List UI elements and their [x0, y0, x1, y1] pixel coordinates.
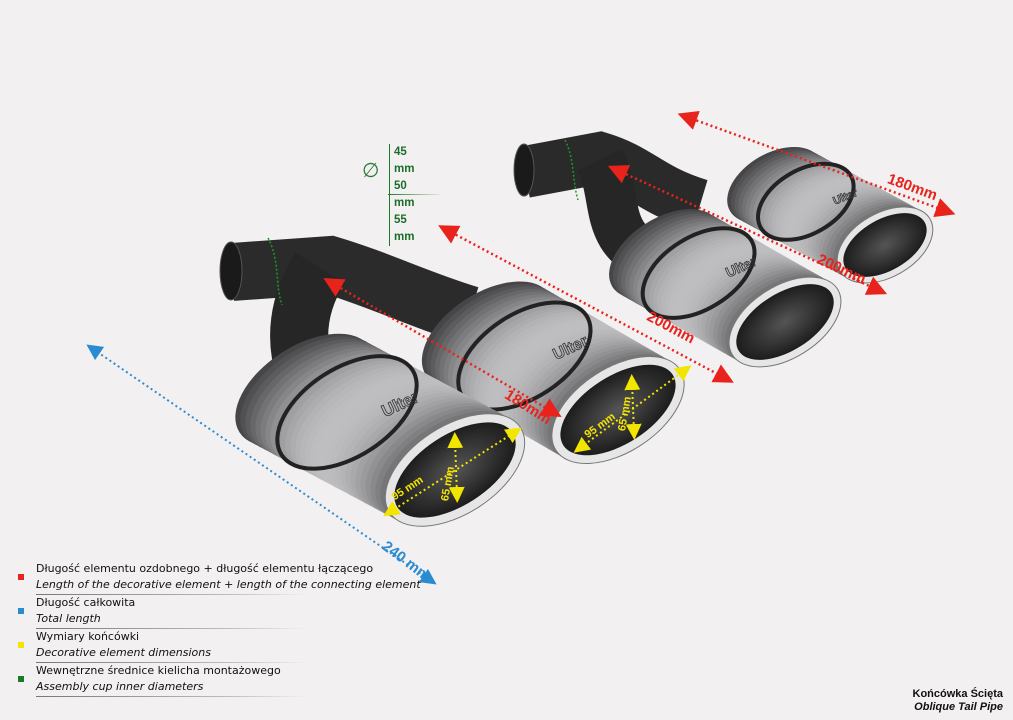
product-title-en: Oblique Tail Pipe: [914, 701, 1003, 713]
yellow-height-line: [624, 374, 642, 440]
legend-label-en: Length of the decorative element + lengt…: [36, 578, 421, 591]
diameter-value: 55 mm: [394, 214, 415, 243]
legend-label-pl: Długość całkowita: [36, 596, 136, 609]
legend-item-green: Wewnętrzne średnice kielicha montażowego…: [18, 663, 318, 697]
legend-item-red: Długość elementu ozdobnego + długość ele…: [18, 561, 421, 595]
green-swatch-icon: [18, 676, 24, 682]
legend-label-pl: Długość elementu ozdobnego + długość ele…: [36, 562, 374, 575]
diameter-value: 45 mm: [394, 146, 415, 175]
legend-label-en: Decorative element dimensions: [36, 646, 211, 659]
legend-label-pl: Wewnętrzne średnice kielicha montażowego: [36, 664, 281, 677]
product-title: Końcówka Ścięta Oblique Tail Pipe: [913, 688, 1003, 714]
legend-label-en: Assembly cup inner diameters: [36, 680, 204, 693]
legend-item-blue: Długość całkowita Total length: [18, 595, 318, 629]
legend: Długość elementu ozdobnego + długość ele…: [18, 561, 421, 697]
green-cup-mark: [564, 139, 579, 201]
tip-opening: [736, 284, 834, 360]
red-dimension-line: [677, 111, 956, 217]
yellow-swatch-icon: [18, 642, 24, 648]
yellow-height-line: [447, 432, 465, 503]
red-swatch-icon: [18, 574, 24, 580]
blue-dimension-line: [86, 344, 437, 585]
blue-swatch-icon: [18, 608, 24, 614]
legend-item-yellow: Wymiary końcówki Decorative element dime…: [18, 629, 318, 663]
legend-label-en: Total length: [36, 612, 101, 625]
diameter-icon: ∅: [362, 158, 380, 182]
diameter-value: 50 mm: [394, 180, 415, 209]
product-title-pl: Końcówka Ścięta: [912, 688, 1003, 700]
legend-label-pl: Wymiary końcówki: [36, 630, 140, 643]
